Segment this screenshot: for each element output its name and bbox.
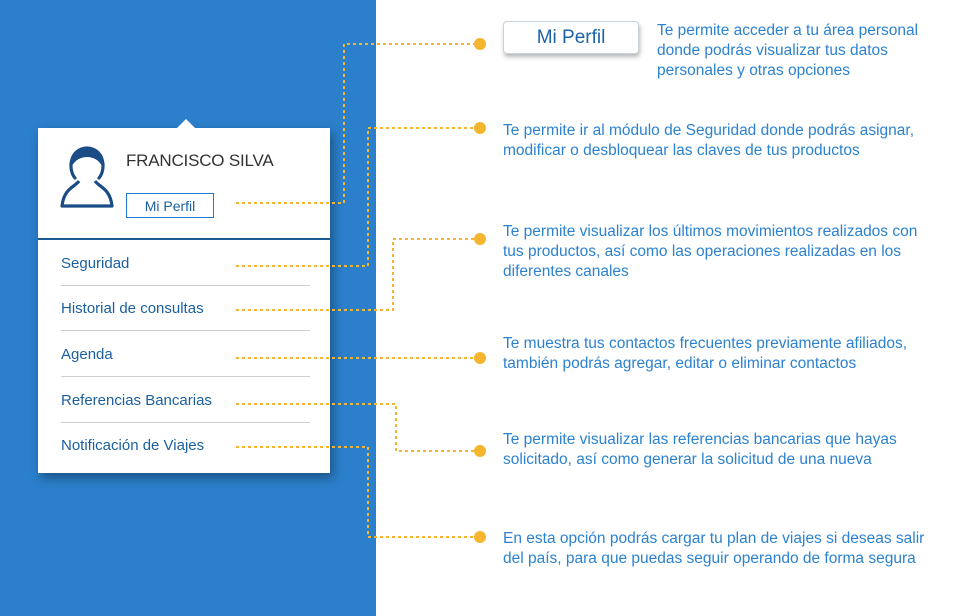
callout-seguridad: Te permite ir al módulo de Seguridad don… xyxy=(503,122,915,159)
connector-dot-seguridad xyxy=(474,122,486,134)
dropdown-caret xyxy=(176,119,196,129)
mi-perfil-callout-button: Mi Perfil xyxy=(503,21,639,54)
callout-profile: Te permite acceder a tu área personal do… xyxy=(657,22,919,79)
user-avatar-icon xyxy=(60,146,114,208)
connector-dot-viajes xyxy=(474,531,486,543)
mi-perfil-button[interactable]: Mi Perfil xyxy=(126,193,214,218)
user-menu-dropdown: FRANCISCO SILVA Mi Perfil Seguridad Hist… xyxy=(38,119,330,473)
callout-referencias: Te permite visualizar las referencias ba… xyxy=(503,431,897,468)
menu-item-seguridad[interactable]: Seguridad xyxy=(61,242,310,286)
connector-dot-profile xyxy=(474,38,486,50)
connector-dot-agenda xyxy=(474,352,486,364)
callout-agenda: Te muestra tus contactos frecuentes prev… xyxy=(503,335,908,372)
callout-viajes: En esta opción podrás cargar tu plan de … xyxy=(503,530,925,567)
callout-historial: Te permite visualizar los últimos movimi… xyxy=(503,223,918,280)
menu-item-notificacion-viajes[interactable]: Notificación de Viajes xyxy=(61,436,205,454)
connector-dot-historial xyxy=(474,233,486,245)
menu-item-agenda[interactable]: Agenda xyxy=(61,333,310,377)
menu-item-historial-consultas[interactable]: Historial de consultas xyxy=(61,287,310,331)
menu-item-referencias-bancarias[interactable]: Referencias Bancarias xyxy=(61,379,310,423)
connector-dot-referencias xyxy=(474,445,486,457)
user-header: FRANCISCO SILVA Mi Perfil xyxy=(38,128,330,240)
user-name: FRANCISCO SILVA xyxy=(126,151,274,170)
